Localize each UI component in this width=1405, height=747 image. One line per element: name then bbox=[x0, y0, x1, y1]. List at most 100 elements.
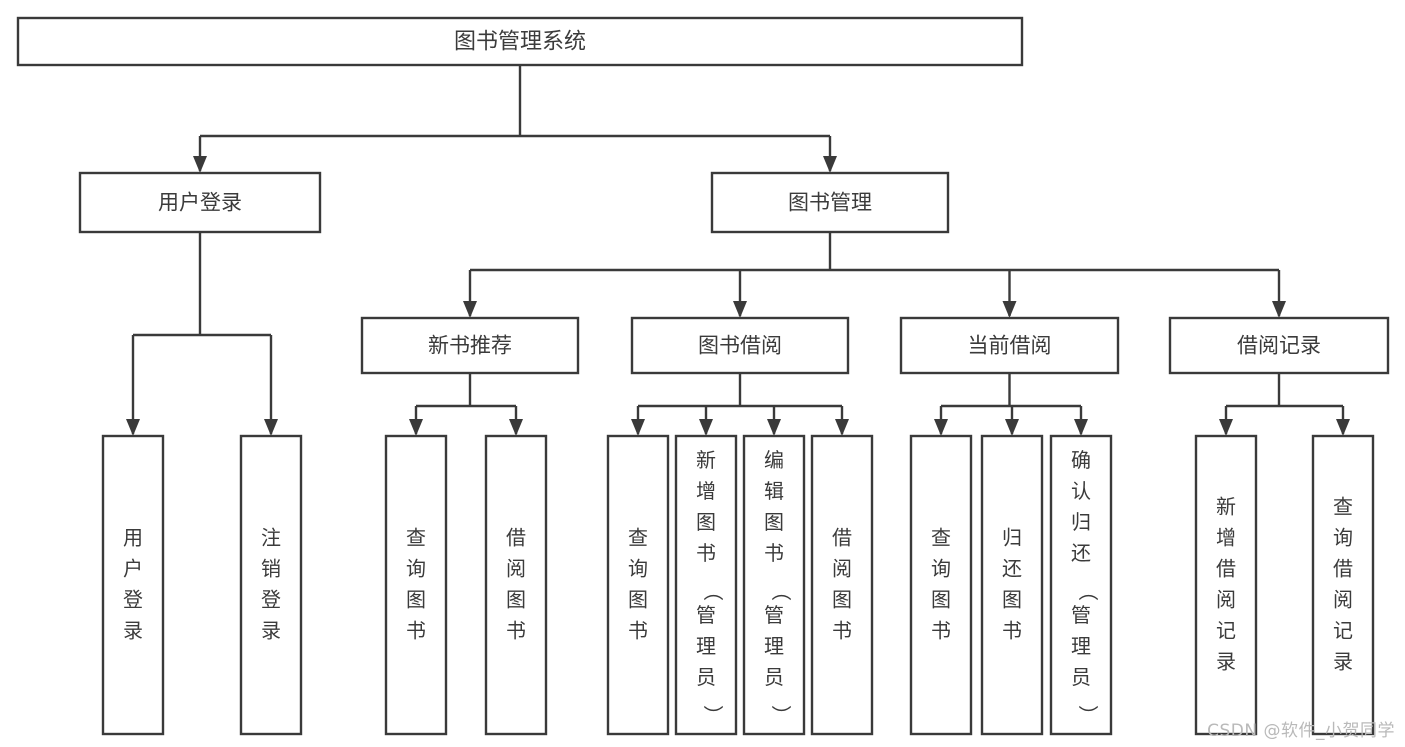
node-box[interactable] bbox=[630, 316, 850, 375]
node-label-char: 书 bbox=[406, 619, 426, 643]
node-label-char: 管 bbox=[1071, 603, 1091, 627]
node-root[interactable]: 图书管理系统 bbox=[16, 16, 1024, 67]
node-label-char: 借 bbox=[1333, 557, 1353, 581]
connector-arrowhead bbox=[1074, 419, 1088, 436]
node-label: 图书管理 bbox=[788, 191, 872, 215]
node-label-char: 图 bbox=[506, 588, 526, 612]
node-label-char: 销 bbox=[261, 557, 281, 581]
node-box[interactable] bbox=[674, 434, 738, 736]
connector-arrowhead bbox=[631, 419, 645, 436]
node-label-char: 询 bbox=[406, 557, 426, 581]
node-box[interactable] bbox=[742, 434, 806, 736]
node-label-char: 员 bbox=[1071, 665, 1091, 689]
node-label-char: 图 bbox=[931, 588, 951, 612]
node-label-char: 询 bbox=[1333, 526, 1353, 550]
node-box[interactable] bbox=[909, 434, 973, 736]
connector-arrowhead bbox=[835, 419, 849, 436]
connector-arrowhead bbox=[509, 419, 523, 436]
node-label-char: 图 bbox=[406, 588, 426, 612]
node-box[interactable] bbox=[899, 316, 1120, 375]
node-box[interactable] bbox=[101, 434, 165, 736]
node-label-char: 录 bbox=[261, 619, 281, 643]
connector-book-manage bbox=[463, 232, 1286, 318]
node-label-char: 书 bbox=[931, 619, 951, 643]
node-label-char: 管 bbox=[696, 603, 716, 627]
connector-borrow-record bbox=[1219, 373, 1350, 436]
node-book-manage[interactable]: 图书管理 bbox=[710, 171, 950, 234]
node-label-char: 询 bbox=[628, 557, 648, 581]
node-label-char: ） bbox=[1076, 705, 1100, 725]
node-label-char: 记 bbox=[1333, 619, 1353, 643]
node-book-borrow[interactable]: 图书借阅 bbox=[630, 316, 850, 375]
node-label-char: 登 bbox=[261, 588, 281, 612]
node-label: 借阅记录 bbox=[1237, 334, 1321, 358]
node-box[interactable] bbox=[78, 171, 322, 234]
node-box[interactable] bbox=[810, 434, 874, 736]
node-label-char: 书 bbox=[1002, 619, 1022, 643]
connector-arrowhead bbox=[1002, 301, 1017, 318]
node-label-char: 归 bbox=[1071, 510, 1091, 534]
node-box[interactable] bbox=[384, 434, 448, 736]
node-label-char: 查 bbox=[1333, 495, 1353, 519]
node-label-char: 询 bbox=[931, 557, 951, 581]
node-label-char: 书 bbox=[764, 541, 784, 565]
node-label-char: 增 bbox=[1216, 526, 1236, 550]
node-label-char: 归 bbox=[1002, 526, 1022, 550]
node-box[interactable] bbox=[1194, 434, 1258, 736]
node-label-char: 书 bbox=[832, 619, 852, 643]
node-box[interactable] bbox=[1049, 434, 1113, 736]
node-label-char: 户 bbox=[123, 557, 143, 581]
node-label: 用户登录 bbox=[158, 191, 242, 215]
node-box[interactable] bbox=[980, 434, 1044, 736]
connector-current-borrow bbox=[934, 373, 1088, 436]
connector-arrowhead bbox=[733, 301, 747, 318]
node-label-char: 辑 bbox=[764, 479, 784, 503]
node-label-char: 录 bbox=[123, 619, 143, 643]
connector-root bbox=[193, 65, 837, 173]
node-label-char: 录 bbox=[1333, 650, 1353, 674]
connector-arrowhead bbox=[1336, 419, 1350, 436]
node-box[interactable] bbox=[1311, 434, 1375, 736]
node-borrow-record[interactable]: 借阅记录 bbox=[1168, 316, 1390, 375]
node-label-char: 书 bbox=[628, 619, 648, 643]
node-label-char: 借 bbox=[1216, 557, 1236, 581]
node-box[interactable] bbox=[484, 434, 548, 736]
connector-arrowhead bbox=[264, 419, 278, 436]
node-box[interactable] bbox=[16, 16, 1024, 67]
connector-arrowhead bbox=[126, 419, 140, 436]
node-box[interactable] bbox=[710, 171, 950, 234]
node-label-char: 还 bbox=[1002, 557, 1022, 581]
connector-book-borrow bbox=[631, 373, 849, 436]
node-label-char: 理 bbox=[1071, 634, 1091, 658]
node-box[interactable] bbox=[239, 434, 303, 736]
node-label-char: ） bbox=[769, 705, 793, 725]
node-box[interactable] bbox=[1168, 316, 1390, 375]
connector-arrowhead bbox=[463, 301, 477, 318]
node-leaf-user-login[interactable]: 用户登录 bbox=[101, 434, 165, 736]
node-label-char: 录 bbox=[1216, 650, 1236, 674]
node-user-login[interactable]: 用户登录 bbox=[78, 171, 322, 234]
node-new-book-recommend[interactable]: 新书推荐 bbox=[360, 316, 580, 375]
node-label-char: 确 bbox=[1071, 448, 1091, 472]
node-label-char: 理 bbox=[764, 634, 784, 658]
connector-arrowhead bbox=[934, 419, 948, 436]
node-box[interactable] bbox=[360, 316, 580, 375]
node-label-char: 图 bbox=[832, 588, 852, 612]
node-current-borrow[interactable]: 当前借阅 bbox=[899, 316, 1120, 375]
node-box[interactable] bbox=[606, 434, 670, 736]
node-label-char: 图 bbox=[628, 588, 648, 612]
